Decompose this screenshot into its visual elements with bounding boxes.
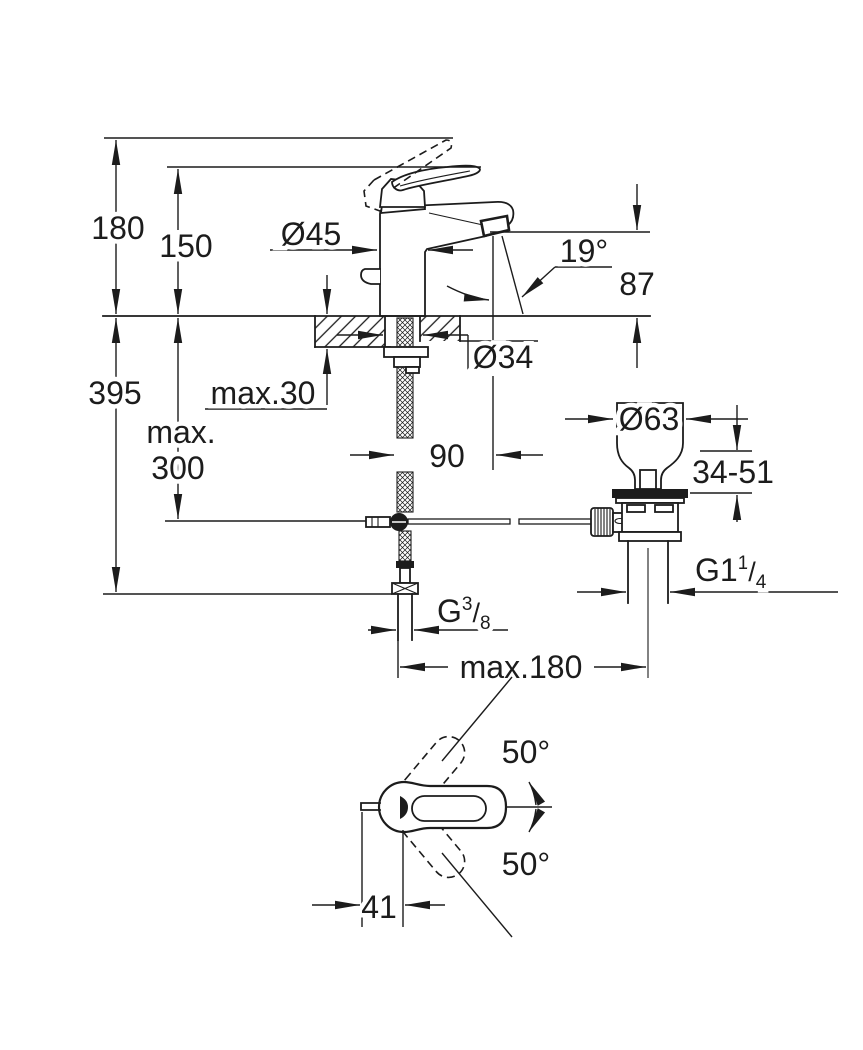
rod-segment-left <box>407 518 511 525</box>
mounting-nut <box>393 356 421 368</box>
drain-slot-right <box>654 504 674 513</box>
nut-knurl <box>391 582 419 595</box>
dim-label-3451: 34-51 <box>692 454 774 490</box>
swing-line-down <box>441 852 513 938</box>
swing-line-up <box>441 676 513 762</box>
dim-label-50deg-top: 50° <box>502 734 550 770</box>
pivot-pin <box>400 796 408 819</box>
lever-raised-back-dashed <box>363 179 381 212</box>
hose-neck <box>399 567 411 584</box>
reference-lines <box>103 137 650 595</box>
hose-collar <box>396 561 414 568</box>
sealing-flange <box>612 489 688 498</box>
counter-hatch-right <box>420 316 460 341</box>
pop-up-rod <box>407 507 629 537</box>
dim-label-dia34: Ø34 <box>473 339 533 375</box>
drain-slot-left <box>626 504 646 513</box>
lever-top-edge <box>399 170 471 187</box>
dim-label-150: 150 <box>159 228 212 264</box>
dim-label-max180: max.180 <box>460 649 583 685</box>
spray-annotation <box>446 235 612 470</box>
spray-angle-arc <box>446 285 490 302</box>
side-view: 180 150 Ø45 19° 87 max.30 Ø34 395 max. 3… <box>84 137 838 690</box>
drain-body-flange <box>618 531 682 542</box>
dim-label-max: max. <box>146 414 215 450</box>
spray-angle-line <box>501 235 524 315</box>
angle-leader <box>521 266 556 298</box>
swing-arc-down <box>528 808 546 833</box>
dim-label-max30: max.30 <box>211 375 316 411</box>
drain-valve-assembly <box>612 402 688 678</box>
dim-label-dia63: Ø63 <box>619 401 679 437</box>
dim-label-90: 90 <box>429 438 465 474</box>
countertop-section <box>314 315 461 348</box>
aerator <box>479 214 511 238</box>
dim-label-87: 87 <box>619 266 655 302</box>
dim-label-50deg-bottom: 50° <box>502 846 550 882</box>
pop-up-knob <box>360 268 381 285</box>
mounting-washer <box>383 346 429 358</box>
dim-label-19deg: 19° <box>560 233 608 269</box>
hose-braid-lower <box>398 530 412 562</box>
dimension-lines <box>111 140 838 678</box>
rod-segment-right <box>518 518 593 525</box>
top-view: 50° 50° 41 <box>312 676 555 938</box>
dim-label-300: 300 <box>151 450 204 486</box>
hose-braid-middle <box>396 471 414 513</box>
dim-label-g114: G11/4 <box>695 552 767 593</box>
dim-label-180: 180 <box>91 210 144 246</box>
dim-label-395: 395 <box>88 375 141 411</box>
drain-neck-block <box>639 469 657 490</box>
dim-label-dia45: Ø45 <box>281 216 341 252</box>
dim-label-g38: G3/8 <box>437 593 491 634</box>
swing-arc-up <box>528 781 546 806</box>
handle-top-outline <box>411 795 487 822</box>
lever-raised-dashed <box>373 139 453 190</box>
supply-hose <box>365 317 429 641</box>
rod-tab <box>360 802 381 811</box>
hose-braid-upper <box>396 317 414 439</box>
mounting-step <box>405 366 420 374</box>
dim-label-41: 41 <box>361 889 397 925</box>
counter-hatch-left <box>315 316 385 347</box>
faucet-side-silhouette <box>360 139 515 317</box>
